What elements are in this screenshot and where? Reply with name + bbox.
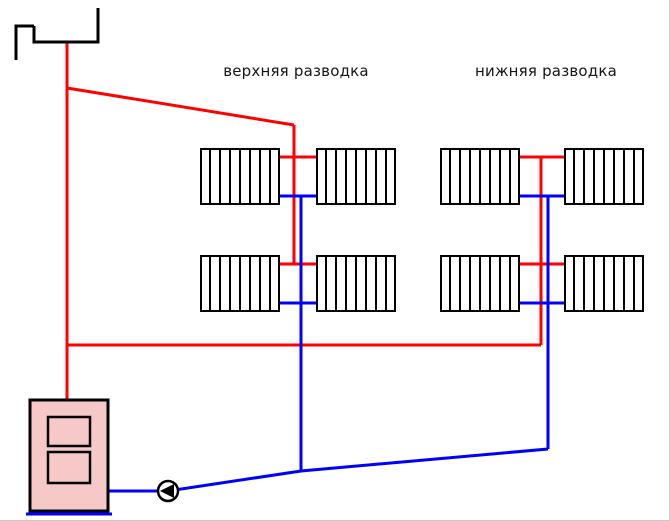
radiator [200, 255, 280, 312]
radiator [200, 148, 280, 205]
supply-pipes [65, 42, 564, 400]
label-bottom-distribution: нижняя разводка [474, 62, 618, 80]
expansion-tank-icon [14, 8, 100, 60]
boiler-panel-upper [46, 415, 92, 448]
boiler-icon [28, 398, 110, 513]
circulation-pump-icon [156, 479, 180, 503]
radiator [440, 255, 520, 312]
pump-direction-arrow [160, 484, 174, 498]
radiator-group-top-distribution [200, 148, 396, 312]
boiler-panel-lower [46, 450, 92, 485]
radiator [564, 148, 644, 205]
radiator [440, 148, 520, 205]
radiator [564, 255, 644, 312]
return-bottom-main [108, 447, 549, 493]
supply-diagonal-branch [66, 86, 295, 127]
radiator [316, 148, 396, 205]
label-top-distribution: верхняя разводка [223, 62, 369, 80]
radiator [316, 255, 396, 312]
return-pipes [26, 194, 564, 516]
